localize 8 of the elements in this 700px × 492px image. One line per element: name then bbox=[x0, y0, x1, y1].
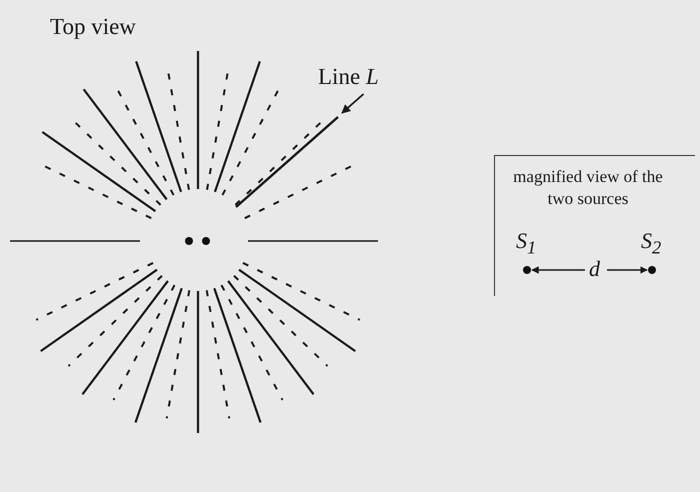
source-label: S$_{2}$ bbox=[641, 228, 662, 258]
frame-caption: magnified view of the two sources bbox=[512, 166, 664, 210]
leader-arrow bbox=[341, 93, 364, 114]
distance-label: d bbox=[589, 256, 600, 282]
line-label: Line L bbox=[318, 64, 379, 90]
line-l bbox=[235, 116, 339, 208]
title: Top view bbox=[50, 14, 136, 40]
source-label: S$_{1}$ bbox=[516, 228, 536, 258]
